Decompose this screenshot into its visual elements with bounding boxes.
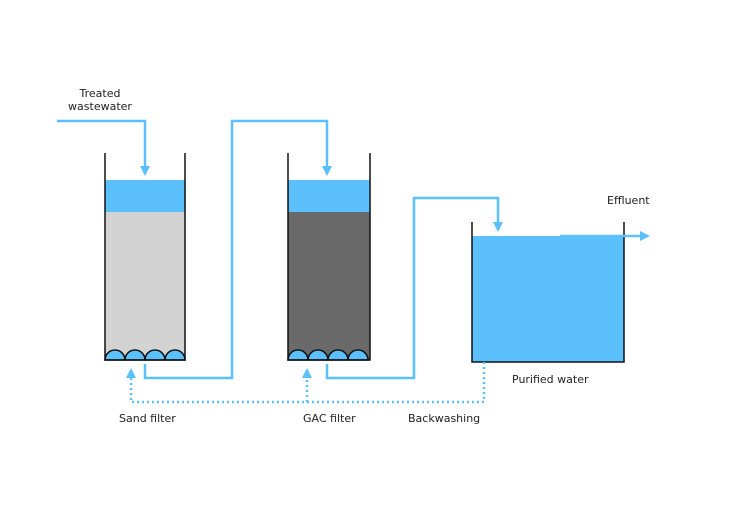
effluent-label: Effluent (607, 194, 650, 207)
semicircle-nozzle-icon (347, 349, 369, 361)
inflow-line (57, 119, 150, 176)
sand-to-gac-line (143, 119, 332, 380)
flow-lines (57, 119, 650, 380)
sand-filter-media (105, 212, 185, 360)
sand-filter-label: Sand filter (119, 412, 176, 425)
treated-wastewater-label-line2: wastewater (68, 100, 132, 113)
purified-water-fill (472, 236, 624, 362)
backwash-lines (126, 362, 486, 404)
gac-filter-label: GAC filter (303, 412, 356, 425)
gac-to-tank-line (325, 196, 503, 380)
purified-water-tank-outline (471, 222, 625, 363)
gac-filter-vessel (287, 153, 371, 361)
purified-water-tank (471, 222, 625, 363)
gac-filter-underdrain (287, 349, 369, 361)
gac-filter-media (288, 212, 370, 360)
gac-filter-water-layer (288, 180, 370, 212)
sand-filter-underdrain (104, 349, 186, 361)
treated-wastewater-label-line1: Treated (79, 87, 121, 100)
sand-filter-vessel (104, 153, 186, 361)
sand-filter-water-layer (105, 180, 185, 212)
purified-water-label: Purified water (512, 373, 589, 386)
sand-filter-outline (104, 153, 186, 361)
backwashing-label: Backwashing (408, 412, 480, 425)
gac-filter-outline (287, 153, 371, 361)
